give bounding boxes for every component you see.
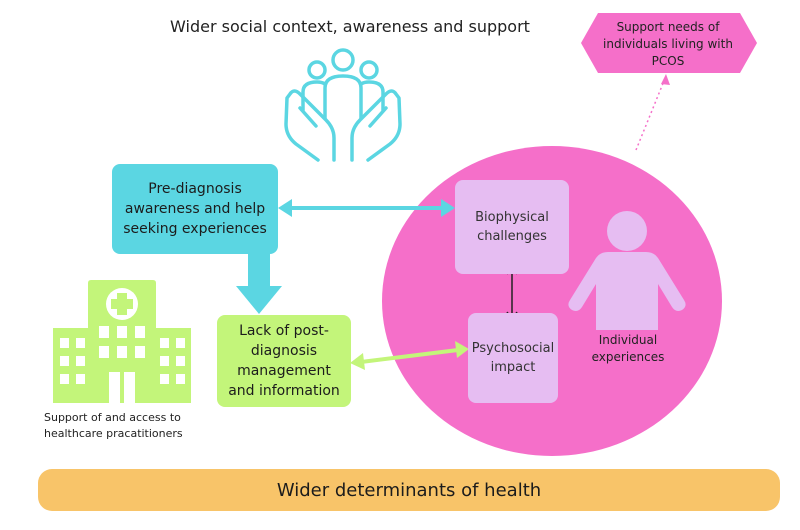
wider-determinants-banner: Wider determinants of health xyxy=(38,469,780,511)
hands-holding-people-icon xyxy=(284,48,402,162)
individual-experiences-label: Individual experiences xyxy=(591,333,665,364)
lack-post-diagnosis-box: Lack of post-diagnosis management and in… xyxy=(217,315,351,407)
lack-post-diagnosis-label: Lack of post-diagnosis management and in… xyxy=(228,323,340,399)
lack-psy-double-arrow xyxy=(350,341,469,370)
psychosocial-box: Psychosocial impact xyxy=(468,313,558,403)
psychosocial-label: Psychosocial impact xyxy=(471,341,555,375)
pre-bio-double-arrow xyxy=(278,199,455,217)
support-needs-label: Support needs of individuals living with… xyxy=(603,19,733,68)
pre-to-lack-arrow xyxy=(236,252,282,314)
pre-diagnosis-label: Pre-diagnosis awareness and help seeking… xyxy=(123,181,267,237)
wider-determinants-label: Wider determinants of health xyxy=(276,479,542,501)
pre-diagnosis-box: Pre-diagnosis awareness and help seeking… xyxy=(112,164,278,254)
dotted-arrow-head xyxy=(661,74,670,85)
person-icon xyxy=(568,211,686,330)
support-needs-hexagon xyxy=(581,13,757,73)
diagram-title: Wider social context, awareness and supp… xyxy=(170,17,530,36)
biophysical-box: Biophysical challenges xyxy=(455,180,569,274)
hospital-icon xyxy=(53,280,191,403)
dotted-connector xyxy=(635,75,667,151)
healthcare-support-label: Support of and access to healthcare prac… xyxy=(44,411,183,440)
biophysical-label: Biophysical challenges xyxy=(475,210,549,244)
bio-psy-double-arrow xyxy=(506,265,518,321)
